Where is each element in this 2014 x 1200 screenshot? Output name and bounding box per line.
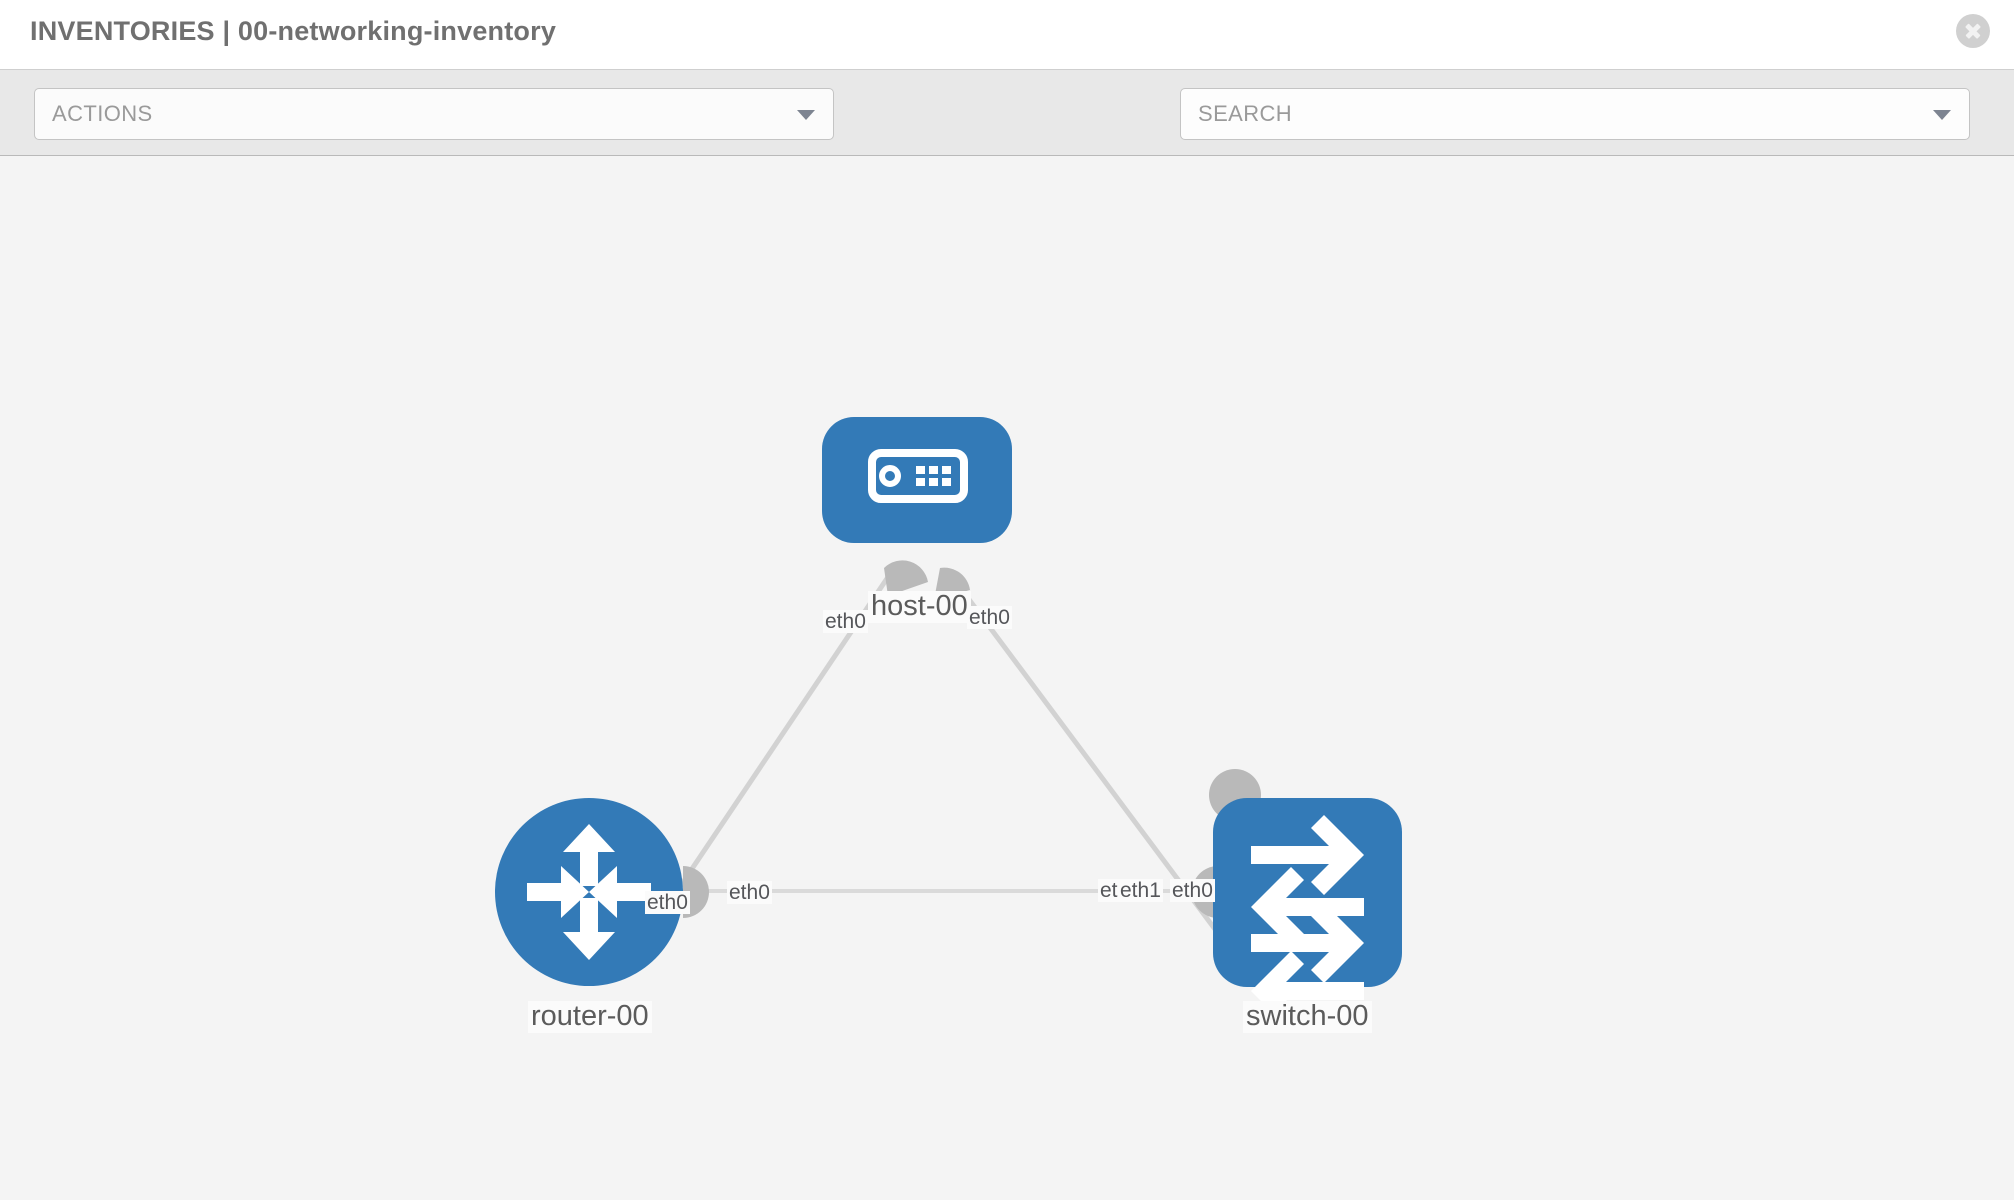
node-host-00[interactable] [822,417,1012,543]
search-placeholder: SEARCH [1198,101,1293,126]
node-label-switch-00: switch-00 [1243,1000,1372,1033]
connector-host-left [884,560,928,596]
close-icon[interactable] [1956,14,1990,48]
node-router-00[interactable] [495,798,683,986]
iface-label-host-right: eth0 [967,606,1012,630]
search-input[interactable]: SEARCH [1180,88,1970,140]
iface-label-router-right: eth0 [727,881,772,905]
topology-canvas[interactable]: host-00 router-00 switch-00 eth0 eth0 et… [0,156,2014,1200]
actions-dropdown-label: ACTIONS [52,101,153,126]
actions-dropdown[interactable]: ACTIONS [34,88,834,140]
page-title: INVENTORIES | 00-networking-inventory [30,16,557,46]
page-header: INVENTORIES | 00-networking-inventory [0,0,2014,70]
node-switch-00[interactable] [1213,798,1402,1031]
chevron-down-icon [797,110,815,120]
iface-label-host-left: eth0 [823,610,868,634]
chevron-down-icon [1933,110,1951,120]
node-label-host-00: host-00 [868,590,971,623]
topology-graph [495,417,1402,1031]
toolbar: ACTIONS SEARCH [0,70,2014,202]
node-label-router-00: router-00 [528,1000,652,1033]
four-arrows-icon [527,824,651,960]
iface-label-switch-left-b: eth1 [1118,879,1163,903]
server-icon [868,449,968,503]
iface-label-switch-up: eth0 [1170,879,1215,903]
iface-label-router-up: eth0 [645,891,690,915]
